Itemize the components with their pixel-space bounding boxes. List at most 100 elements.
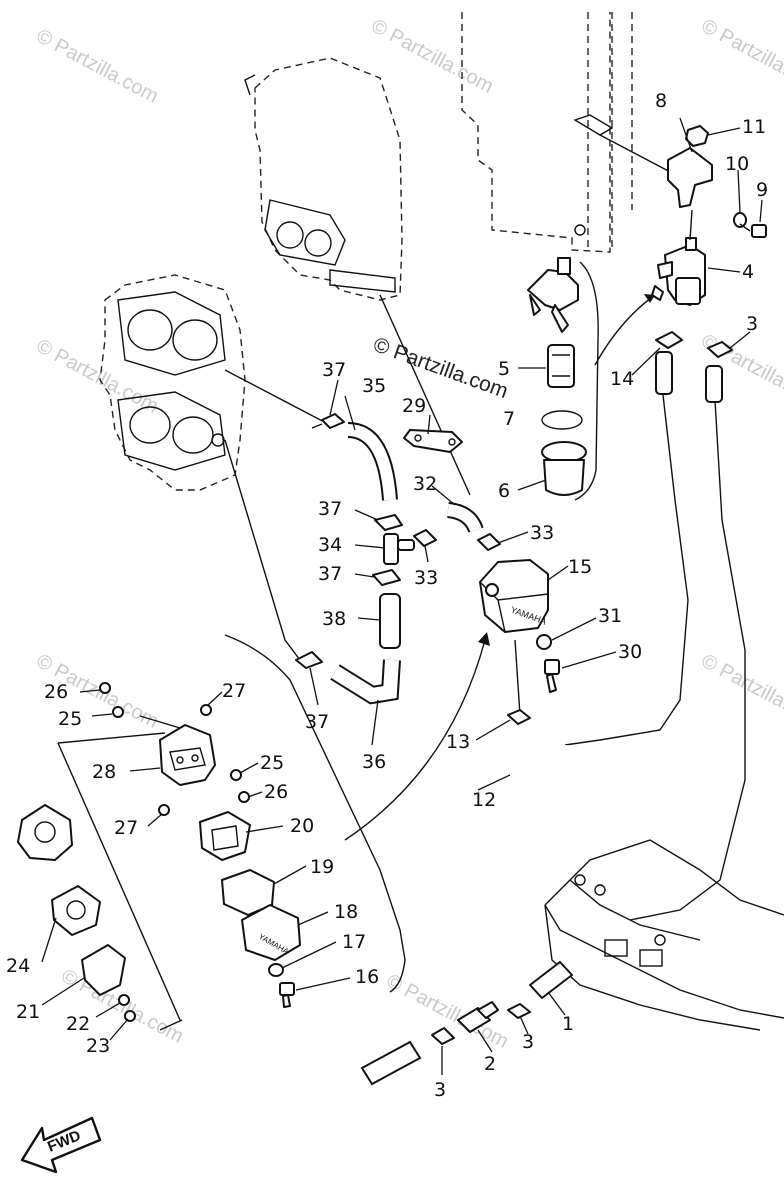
- hose-36-bent: [330, 659, 401, 705]
- engine-block: [461, 12, 696, 253]
- callout-labels: 8 11 10 9 4 3 14 5 7 6 37 35 29 32 33 37…: [6, 90, 768, 1101]
- callout-8: 8: [655, 90, 667, 112]
- bracket-lines: [57, 261, 599, 1031]
- callout-25-top: 25: [58, 708, 82, 730]
- part-clip-3-lower-right: [507, 1003, 531, 1019]
- part-joint-1: [529, 961, 573, 999]
- callout-6: 6: [498, 480, 510, 502]
- callout-5: 5: [498, 358, 510, 380]
- callout-35: 35: [362, 375, 386, 397]
- part-clip-3-top: [707, 341, 733, 358]
- callout-37-bottom: 37: [305, 711, 329, 733]
- callout-16: 16: [355, 966, 379, 988]
- part-fuel-cock: [527, 257, 579, 333]
- callout-7: 7: [503, 408, 515, 430]
- part-clip-37-top: [311, 413, 345, 429]
- watermark-tr: © Partzilla.com: [698, 15, 784, 98]
- part-gasket-21-plate: [51, 885, 101, 936]
- part-fuel-pump: YAMAHA: [479, 559, 549, 633]
- callout-28: 28: [92, 761, 116, 783]
- callout-25-right: 25: [260, 752, 284, 774]
- callout-14: 14: [610, 368, 634, 390]
- part-o-ring: [541, 410, 583, 430]
- hose-38-straight: [379, 593, 401, 649]
- callout-3-lower-right: 3: [522, 1031, 534, 1053]
- part-clip-37-bottom: [295, 651, 323, 669]
- callout-22: 22: [66, 1013, 90, 1035]
- callout-2: 2: [484, 1053, 496, 1075]
- fwd-arrow: FWD: [20, 1116, 102, 1174]
- callout-3-lower-left: 3: [434, 1079, 446, 1101]
- callout-1: 1: [562, 1013, 574, 1035]
- callout-10: 10: [725, 153, 749, 175]
- hose-32-elbow: [446, 502, 484, 534]
- callout-24: 24: [6, 955, 30, 977]
- part-clip-13: [507, 709, 531, 725]
- watermark-center: © Partzilla.com: [370, 333, 511, 403]
- callout-9: 9: [756, 179, 768, 201]
- hose-short-right: [705, 365, 723, 403]
- part-joint-34: [383, 533, 415, 565]
- part-bolt-16: [279, 982, 295, 1008]
- part-connector-2: [457, 1001, 499, 1033]
- callout-19: 19: [310, 856, 334, 878]
- callout-30: 30: [618, 641, 642, 663]
- cylinder-head: [244, 57, 403, 301]
- hose-routing: [224, 294, 746, 921]
- part-valve-21: [81, 944, 126, 996]
- part-clip-3-lower-left: [431, 1027, 455, 1045]
- callout-29: 29: [402, 395, 426, 417]
- part-clip-37-mid: [374, 514, 403, 531]
- watermark-ml: © Partzilla.com: [33, 335, 162, 418]
- callout-38: 38: [322, 608, 346, 630]
- part-nut: [685, 125, 709, 147]
- callout-26-right: 26: [264, 781, 288, 803]
- part-bolt-small: [739, 223, 767, 238]
- part-filter-bowl: [541, 441, 587, 496]
- callout-27-top: 27: [222, 680, 246, 702]
- callout-18: 18: [334, 901, 358, 923]
- part-clip-33-left: [413, 529, 437, 547]
- flow-arrows: [344, 294, 656, 841]
- hose-35-curved: [347, 422, 398, 501]
- callout-32: 32: [413, 473, 437, 495]
- callout-33-right: 33: [530, 522, 554, 544]
- callout-36: 36: [362, 751, 386, 773]
- watermark-tl: © Partzilla.com: [33, 25, 162, 108]
- callout-15: 15: [568, 556, 592, 578]
- part-cover-18: YAMAHA: [241, 904, 301, 961]
- part-gasket-29: [403, 429, 463, 453]
- callout-34: 34: [318, 534, 342, 556]
- callout-23: 23: [86, 1035, 110, 1057]
- callout-12: 12: [472, 789, 496, 811]
- callout-27-left: 27: [114, 817, 138, 839]
- lower-cowling: [544, 839, 784, 1031]
- part-clip-14: [655, 331, 683, 349]
- carburetor-block: [99, 274, 246, 491]
- callout-37-top: 37: [322, 359, 346, 381]
- part-washer: [733, 212, 747, 228]
- part-washer-17: [268, 963, 284, 977]
- hose-short-left: [655, 351, 673, 395]
- watermark-tc: © Partzilla.com: [368, 15, 497, 98]
- callout-17: 17: [342, 931, 366, 953]
- part-bolt-30: [544, 659, 560, 693]
- hose-lower-straight: [360, 1040, 422, 1086]
- callout-13: 13: [446, 731, 470, 753]
- part-clip-33-right: [477, 533, 501, 551]
- part-washer-31: [536, 634, 552, 650]
- callout-31: 31: [598, 605, 622, 627]
- callout-3-top: 3: [746, 313, 758, 335]
- part-pump-body-28: [159, 724, 216, 786]
- hose-u-bend: [507, 731, 571, 796]
- callout-26-top: 26: [44, 681, 68, 703]
- callout-4: 4: [742, 261, 754, 283]
- part-filter-element: [547, 344, 575, 388]
- callout-21: 21: [16, 1001, 40, 1023]
- callout-11: 11: [742, 116, 766, 138]
- callout-leaders: [41, 117, 763, 1075]
- callout-37-low: 37: [318, 563, 342, 585]
- part-clip-37-low: [372, 569, 401, 586]
